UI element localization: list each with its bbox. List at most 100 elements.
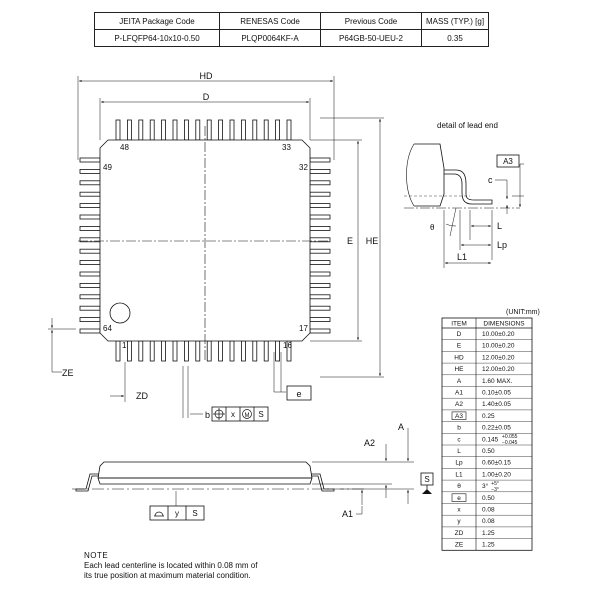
pin-label-32: 32 — [299, 163, 308, 172]
dimension-item-frame — [451, 411, 467, 420]
lead — [172, 340, 178, 362]
lead — [309, 225, 331, 231]
lead — [79, 225, 101, 231]
lead — [206, 119, 212, 141]
dimension-item-9: c — [457, 436, 461, 443]
label-l1: L1 — [457, 252, 467, 262]
dimension-value-3: 12.00±0.20 — [482, 366, 515, 373]
label-ze: ZE — [62, 368, 74, 378]
label-e-pitch: e — [296, 389, 301, 399]
lead — [183, 119, 189, 141]
label-a1: A1 — [342, 509, 353, 519]
lead — [309, 157, 331, 163]
lead — [149, 119, 155, 141]
lead — [309, 305, 331, 311]
value-previous: P64GB-50-UEU-2 — [320, 29, 422, 47]
label-hd: HD — [200, 71, 213, 81]
top-view-labels: HD D E HE ZE ZD 48 33 49 32 64 17 1 16 — [62, 71, 378, 401]
note-line-1: Each lead centerline is located within 0… — [84, 561, 258, 570]
label-datum-s-top: S — [258, 410, 263, 419]
pin-label-17: 17 — [299, 324, 308, 333]
note-block: NOTE Each lead centerline is located wit… — [84, 551, 257, 581]
lead — [229, 340, 235, 362]
label-x: x — [231, 410, 235, 419]
lead — [79, 157, 101, 163]
lead — [309, 282, 331, 288]
lead — [240, 119, 246, 141]
dimension-value-4: 1.60 MAX. — [482, 378, 513, 385]
lead — [115, 340, 121, 362]
pin1-index-mark — [109, 302, 131, 324]
dimension-item-frame — [451, 493, 467, 502]
package-table-header-row: JEITA Package Code RENESAS Code Previous… — [94, 12, 489, 30]
label-datum-s-side: S — [192, 509, 197, 518]
label-y: y — [175, 509, 179, 518]
pin-label-48: 48 — [120, 143, 129, 152]
top-view — [48, 76, 384, 418]
mmc-symbol-icon: M — [242, 409, 252, 419]
side-view — [72, 428, 414, 515]
dimension-item-2: HD — [454, 354, 464, 361]
unit-label: (UNIT:mm) — [506, 309, 540, 316]
dimension-value-7: 0.25 — [482, 413, 495, 420]
lead — [275, 119, 281, 141]
dimension-value-13: 3° — [482, 482, 489, 490]
dimension-value-16: 0.08 — [482, 518, 495, 525]
detail-body — [414, 143, 445, 207]
pitch-e-frame: e — [286, 385, 312, 401]
lead — [263, 119, 269, 141]
lead — [149, 340, 155, 362]
note-title: NOTE — [84, 551, 109, 560]
right-leads — [309, 157, 331, 334]
lead — [79, 180, 101, 186]
dimension-value-15: 0.08 — [482, 506, 495, 513]
lead — [309, 191, 331, 197]
value-renesas: PLQP0064KF-A — [219, 29, 321, 47]
dimension-item-4: A — [457, 378, 462, 385]
lead — [79, 328, 101, 334]
dimension-value-18: 1.25 — [482, 542, 495, 549]
lead — [206, 340, 212, 362]
dimension-value-12: 1.00±0.20 — [482, 471, 511, 478]
lead-detail-title: detail of lead end — [437, 121, 498, 130]
lead — [309, 260, 331, 266]
dimension-item-0: D — [457, 331, 462, 338]
lead — [218, 119, 224, 141]
datum-triangle-icon — [422, 489, 432, 494]
package-code-table: JEITA Package Code RENESAS Code Previous… — [94, 12, 489, 47]
label-a2: A2 — [364, 438, 375, 448]
label-a: A — [398, 422, 404, 432]
dimension-item-6: A2 — [455, 401, 463, 408]
table-header-dimensions: DIMENSIONS — [483, 321, 525, 328]
lead — [309, 294, 331, 300]
pin-label-49: 49 — [103, 163, 112, 172]
note-line-2: its true position at maximum material co… — [84, 571, 251, 580]
dimension-item-11: Lp — [455, 460, 463, 467]
lead — [309, 168, 331, 174]
label-d: D — [203, 92, 210, 102]
dimensions-table-border — [441, 317, 533, 551]
dimension-value-5: 0.10±0.05 — [482, 389, 511, 396]
lead — [79, 282, 101, 288]
pin-label-16: 16 — [283, 341, 292, 350]
dimension-value-10: 0.50 — [482, 448, 495, 455]
lead — [79, 214, 101, 220]
label-theta: θ — [430, 223, 435, 232]
lead — [309, 317, 331, 323]
pin-label-1: 1 — [122, 341, 127, 350]
flatness-symbol-icon — [154, 511, 164, 517]
lead — [115, 119, 121, 141]
lead — [309, 203, 331, 209]
position-tolerance-frame: b x M S — [205, 406, 269, 422]
dimension-tolerance-lower: −0.045 — [502, 440, 518, 446]
lead — [161, 119, 167, 141]
lead — [309, 180, 331, 186]
lead — [275, 340, 281, 362]
lead — [240, 340, 246, 362]
dimension-item-15: x — [457, 506, 461, 513]
label-a3: A3 — [503, 157, 513, 166]
label-c: c — [488, 175, 493, 185]
dimension-value-14: 0.50 — [482, 495, 495, 502]
